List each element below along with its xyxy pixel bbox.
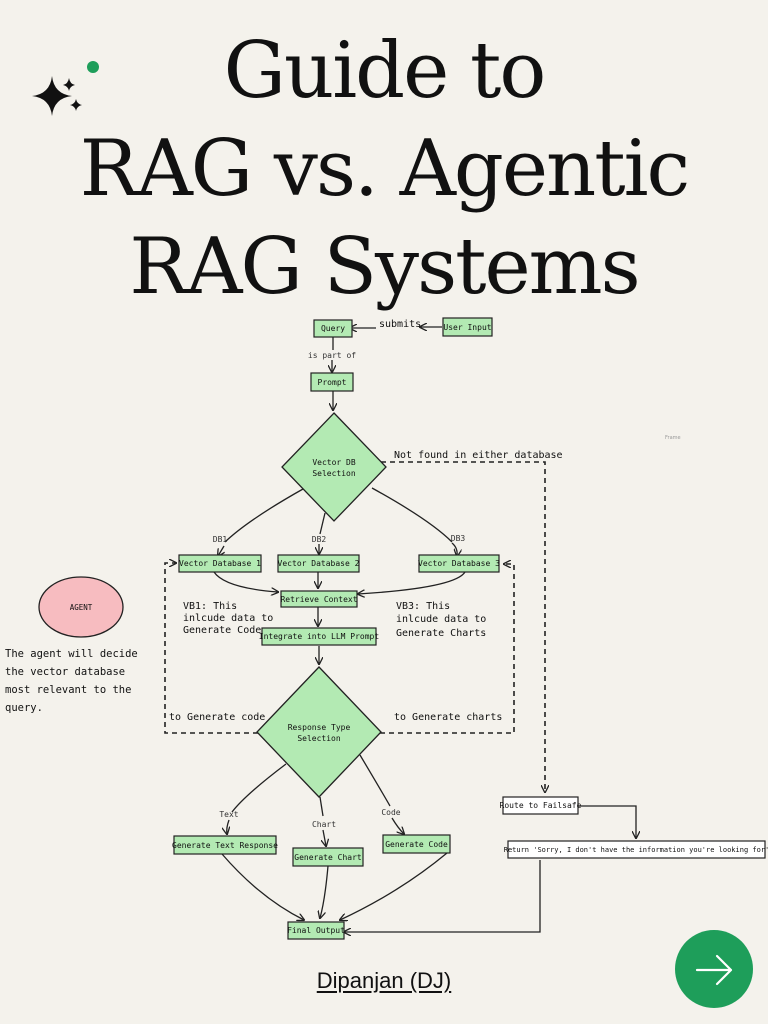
node-vector-database-1: Vector Database 1 xyxy=(178,554,262,573)
green-dot xyxy=(87,61,99,73)
edge-label-db3: DB3 xyxy=(451,534,466,543)
svg-text:Integrate into LLM Prompt: Integrate into LLM Prompt xyxy=(259,632,380,641)
edge-label-submits: submits xyxy=(379,319,421,330)
svg-text:inlcude data to: inlcude data to xyxy=(396,614,486,625)
node-vector-db-selection: Vector DB Selection xyxy=(281,412,387,522)
svg-text:Selection: Selection xyxy=(312,469,356,478)
node-response-type-selection: Response Type Selection xyxy=(256,666,382,798)
node-query: Query xyxy=(313,319,353,338)
svg-text:VB3: This: VB3: This xyxy=(396,601,450,612)
note-vb1: VB1: This inlcude data to Generate Code xyxy=(183,601,273,636)
svg-text:Final Output: Final Output xyxy=(287,926,345,935)
svg-text:Generate Text Response: Generate Text Response xyxy=(172,841,278,850)
sparkle-icon xyxy=(32,76,82,116)
svg-text:inlcude data to: inlcude data to xyxy=(183,613,273,624)
svg-text:Vector Database 2: Vector Database 2 xyxy=(278,559,360,568)
svg-text:Selection: Selection xyxy=(297,734,341,743)
node-generate-text-response: Generate Text Response xyxy=(172,835,278,855)
svg-text:Retrieve Context: Retrieve Context xyxy=(280,595,357,604)
edge-label-db1: DB1 xyxy=(213,535,228,544)
node-vector-database-2: Vector Database 2 xyxy=(277,554,360,573)
edge-label-text: Text xyxy=(219,810,238,819)
edge-label-chart: Chart xyxy=(312,820,336,829)
svg-text:Generate Code: Generate Code xyxy=(183,625,261,636)
author-link[interactable]: Dipanjan (DJ) xyxy=(316,968,452,993)
svg-text:VB1: This: VB1: This xyxy=(183,601,237,612)
agent-node: AGENT xyxy=(38,576,124,638)
title-line-3: RAG Systems xyxy=(129,222,640,312)
edge-label-is-part-of: is part of xyxy=(308,351,356,360)
title-line-2: RAG vs. Agentic xyxy=(79,124,690,214)
edge-label-to-generate-charts: to Generate charts xyxy=(394,712,502,723)
edge-label-to-generate-code: to Generate code xyxy=(169,712,265,723)
svg-text:query.: query. xyxy=(5,702,43,714)
arrow-right-icon xyxy=(695,954,733,986)
node-integrate-prompt: Integrate into LLM Prompt xyxy=(259,627,380,646)
svg-text:Generate Chart: Generate Chart xyxy=(294,853,362,862)
next-button[interactable] xyxy=(675,930,753,1008)
title-line-1: Guide to xyxy=(223,26,547,116)
node-user-input: User Input xyxy=(442,317,493,337)
node-final-output: Final Output xyxy=(287,921,345,940)
svg-text:Return 'Sorry, I don't have th: Return 'Sorry, I don't have the informat… xyxy=(504,846,768,854)
node-route-to-failsafe: Route to Failsafe xyxy=(500,796,582,815)
svg-text:AGENT: AGENT xyxy=(70,603,93,612)
note-agent: The agent will decide the vector databas… xyxy=(5,648,138,714)
svg-text:The agent will decide: The agent will decide xyxy=(5,648,138,660)
svg-text:most relevant to the: most relevant to the xyxy=(5,684,131,696)
svg-text:Query: Query xyxy=(321,324,345,333)
edge-label-db2: DB2 xyxy=(312,535,327,544)
svg-text:Vector Database 1: Vector Database 1 xyxy=(179,559,261,568)
svg-text:Vector Database 3: Vector Database 3 xyxy=(418,559,500,568)
svg-text:Prompt: Prompt xyxy=(318,378,347,387)
node-generate-code: Generate Code xyxy=(382,834,451,854)
note-vb3: VB3: This inlcude data to Generate Chart… xyxy=(396,601,486,639)
node-retrieve-context: Retrieve Context xyxy=(280,590,358,608)
page-title: Guide to RAG vs. Agentic RAG Systems xyxy=(0,22,768,316)
node-vector-database-3: Vector Database 3 xyxy=(418,554,500,573)
svg-text:User Input: User Input xyxy=(443,323,491,332)
edge-label-code: Code xyxy=(381,808,400,817)
svg-text:Generate Code: Generate Code xyxy=(385,840,448,849)
svg-text:Route to Failsafe: Route to Failsafe xyxy=(500,801,582,810)
node-return-sorry: Return 'Sorry, I don't have the informat… xyxy=(504,840,768,859)
node-prompt: Prompt xyxy=(310,372,354,392)
node-generate-chart: Generate Chart xyxy=(292,847,364,867)
edge-label-not-found: Not found in either database xyxy=(394,450,563,461)
svg-text:Generate Charts: Generate Charts xyxy=(396,628,486,639)
svg-text:the vector database: the vector database xyxy=(5,666,125,678)
frame-label: Frame xyxy=(665,435,681,441)
svg-text:Vector DB: Vector DB xyxy=(312,458,356,467)
svg-text:Response Type: Response Type xyxy=(288,723,351,732)
